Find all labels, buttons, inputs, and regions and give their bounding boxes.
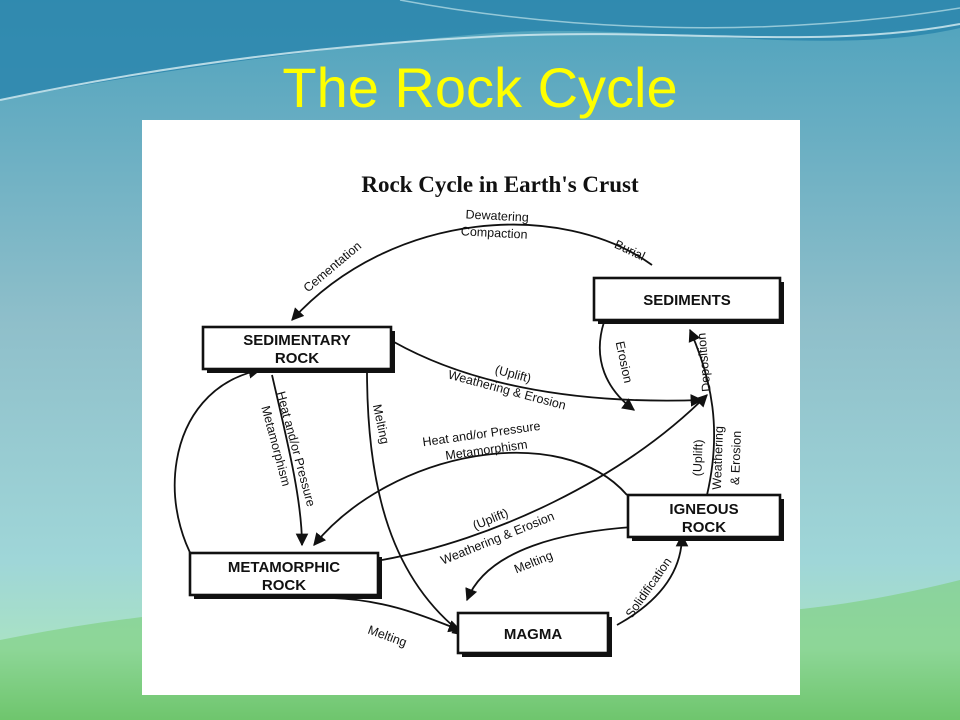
edge-metamorphic-to-sediments-uplift bbox=[381, 394, 708, 561]
node-igneous-label-2: ROCK bbox=[682, 519, 726, 536]
top-wave bbox=[0, 0, 960, 100]
slide-title: The Rock Cycle bbox=[282, 56, 678, 119]
label-deposition: Deposition bbox=[694, 332, 713, 392]
diagram-panel: Rock Cycle in Earth's Crust Dewatering C… bbox=[142, 120, 800, 695]
edge-sedimentary-to-metamorphic-heat bbox=[271, 374, 309, 547]
label-cementation: Cementation bbox=[301, 239, 364, 295]
node-metamorphic-label-1: METAMORPHIC bbox=[228, 559, 340, 576]
label-and-erosion-3: & Erosion bbox=[728, 430, 744, 485]
edge-magma-to-igneous-solidification bbox=[616, 533, 689, 626]
node-sediments-label: SEDIMENTS bbox=[643, 292, 731, 309]
label-compaction: Compaction bbox=[461, 224, 528, 241]
label-melting-1: Melting bbox=[370, 403, 392, 445]
label-uplift-3: (Uplift) bbox=[690, 439, 705, 476]
edge-sedimentary-to-magma-melting bbox=[366, 369, 466, 636]
label-erosion: Erosion bbox=[613, 340, 636, 384]
label-dewatering: Dewatering bbox=[465, 207, 529, 224]
edge-igneous-to-magma-melting bbox=[465, 525, 651, 602]
edge-sediments-erosion bbox=[599, 321, 636, 411]
node-magma-label: MAGMA bbox=[504, 626, 562, 643]
label-weathering-3: Weathering bbox=[710, 426, 726, 490]
node-igneous-rock: IGNEOUS ROCK bbox=[626, 493, 784, 541]
edge-deposition-to-sediments bbox=[688, 328, 715, 496]
node-sediments: SEDIMENTS bbox=[592, 276, 784, 324]
node-metamorphic-label-2: ROCK bbox=[262, 577, 306, 594]
edge-sedimentary-to-sediments bbox=[393, 341, 704, 407]
top-wave-highlight bbox=[0, 23, 960, 101]
node-metamorphic-rock: METAMORPHIC ROCK bbox=[188, 551, 382, 599]
node-sedimentary-rock: SEDIMENTARY ROCK bbox=[201, 325, 395, 373]
edge-metamorphic-to-magma-melting bbox=[331, 597, 462, 633]
node-igneous-label-1: IGNEOUS bbox=[669, 501, 738, 518]
label-solidification: Solidification bbox=[623, 555, 675, 621]
node-sedimentary-label-1: SEDIMENTARY bbox=[243, 332, 351, 349]
label-melting-3: Melting bbox=[366, 623, 409, 650]
node-sedimentary-label-2: ROCK bbox=[275, 350, 319, 367]
edge-sediments-to-sedimentary bbox=[291, 223, 653, 321]
edge-igneous-to-metamorphic-heat bbox=[313, 451, 628, 546]
label-burial: Burial bbox=[612, 237, 647, 263]
node-magma: MAGMA bbox=[456, 611, 612, 657]
diagram-title: Rock Cycle in Earth's Crust bbox=[361, 172, 639, 197]
rock-cycle-diagram: Rock Cycle in Earth's Crust Dewatering C… bbox=[173, 172, 784, 657]
